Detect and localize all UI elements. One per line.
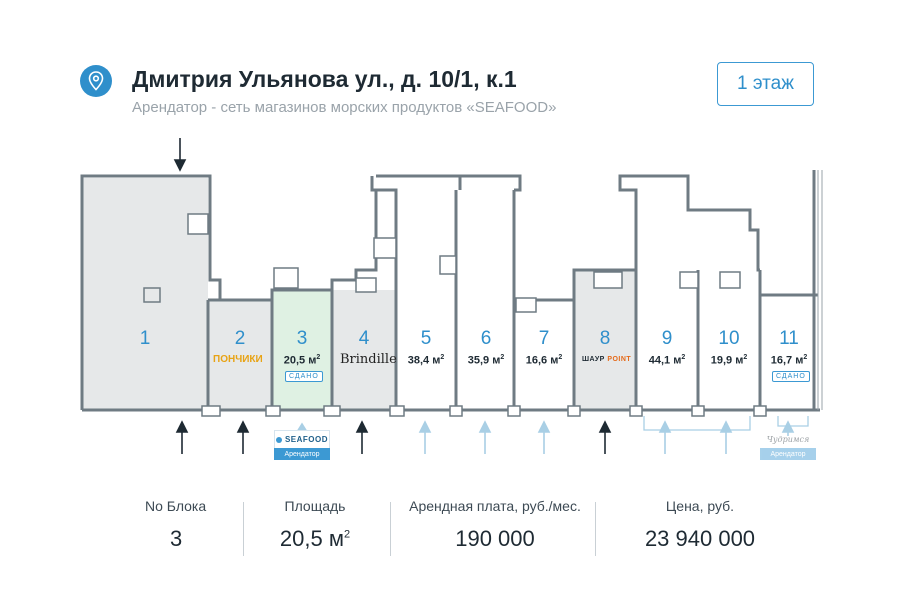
unit-stats: No Блока 3 Площадь 20,5 м2 Арендная плат… bbox=[100, 498, 840, 568]
floor-plan: 1 2 ПОНЧИКИ 3 20,5 м2 СДАНО 4 Brindille … bbox=[60, 130, 840, 470]
unit-7-number[interactable]: 7 bbox=[538, 328, 550, 349]
unit-11-number[interactable]: 11 bbox=[779, 328, 799, 349]
unit-9-area-value: 44,1 м2 bbox=[648, 354, 686, 367]
stat-price: Цена, руб. 23 940 000 bbox=[605, 498, 795, 562]
column bbox=[143, 287, 161, 303]
unit-8-number[interactable]: 8 bbox=[599, 328, 611, 349]
unit-1-number[interactable]: 1 bbox=[139, 328, 151, 349]
unit-4-area[interactable] bbox=[332, 290, 396, 410]
unit-9-number[interactable]: 9 bbox=[661, 328, 673, 349]
unit-7-area-value: 16,6 м2 bbox=[525, 354, 563, 367]
stat-rent-label: Арендная плата, руб./мес. bbox=[409, 498, 581, 514]
tenant-logo-shawarma-point: ШАУР POINT bbox=[582, 356, 632, 363]
header: Дмитрия Ульянова ул., д. 10/1, к.1 Аренд… bbox=[80, 62, 820, 122]
page-subtitle: Арендатор - сеть магазинов морских проду… bbox=[132, 99, 557, 116]
unit-4-number[interactable]: 4 bbox=[358, 328, 370, 349]
stat-area-value: 20,5 м2 bbox=[279, 526, 351, 551]
unit-7-area[interactable] bbox=[514, 300, 574, 410]
seafood-logo-icon bbox=[275, 436, 282, 443]
unit-6-area-value: 35,9 м2 bbox=[467, 354, 505, 367]
tenant-logo-donuts: ПОНЧИКИ bbox=[213, 354, 263, 365]
unit-11-area[interactable] bbox=[760, 295, 818, 410]
tenant-card-chudrimsya: Чудримся Арендатор bbox=[760, 430, 816, 460]
unit-3-number[interactable]: 3 bbox=[296, 328, 308, 349]
tenant-label: Арендатор bbox=[760, 448, 816, 460]
unit-5-number[interactable]: 5 bbox=[420, 328, 432, 349]
stat-block-value: 3 bbox=[170, 526, 183, 551]
stat-block: No Блока 3 bbox=[100, 498, 250, 562]
unit-5-area-value: 38,4 м2 bbox=[407, 354, 445, 367]
stat-rent: Арендная плата, руб./мес. 190 000 bbox=[395, 498, 595, 562]
walls bbox=[80, 170, 820, 412]
unit-8-area[interactable] bbox=[574, 270, 636, 410]
entrance-arrows bbox=[173, 138, 809, 454]
unit-2-area[interactable] bbox=[208, 300, 272, 410]
unit-5-area[interactable] bbox=[396, 190, 456, 410]
unit-3-area[interactable] bbox=[272, 290, 332, 410]
unit-10-area-value: 19,9 м2 bbox=[710, 354, 748, 367]
tenant-logo-brindille: Brindille bbox=[340, 352, 397, 367]
divider bbox=[595, 502, 596, 556]
unit-6-number[interactable]: 6 bbox=[480, 328, 492, 349]
seafood-logo: SEAFOOD bbox=[274, 430, 330, 448]
unit-9-area[interactable] bbox=[636, 190, 698, 410]
stat-rent-value: 190 000 bbox=[455, 526, 535, 551]
chudrimsya-logo: Чудримся bbox=[766, 434, 810, 444]
unit-3-sold-badge: СДАНО bbox=[285, 371, 323, 382]
unit-11-sold-badge: СДАНО bbox=[772, 371, 810, 382]
divider bbox=[243, 502, 244, 556]
unit-6-area[interactable] bbox=[456, 190, 514, 410]
stat-block-label: No Блока bbox=[145, 498, 207, 514]
stat-area-label: Площадь bbox=[284, 498, 346, 514]
page-title: Дмитрия Ульянова ул., д. 10/1, к.1 bbox=[132, 66, 517, 92]
floor-selector-button[interactable]: 1 этаж bbox=[717, 62, 814, 106]
unit-2-number[interactable]: 2 bbox=[234, 328, 246, 349]
front-doors bbox=[201, 405, 767, 417]
stat-price-label: Цена, руб. bbox=[665, 498, 735, 514]
location-pin-icon bbox=[80, 65, 112, 97]
unit-3-area-value: 20,5 м2 bbox=[283, 354, 321, 367]
bathrooms bbox=[187, 213, 741, 313]
stat-area: Площадь 20,5 м2 bbox=[250, 498, 380, 562]
divider bbox=[390, 502, 391, 556]
exterior-hatch bbox=[817, 170, 823, 410]
stat-price-value: 23 940 000 bbox=[644, 526, 756, 551]
floor-plan-drawing bbox=[80, 138, 823, 454]
unit-10-area[interactable] bbox=[698, 270, 760, 410]
tenant-card-seafood: SEAFOOD Арендатор bbox=[274, 430, 330, 460]
unit-1-area[interactable] bbox=[82, 178, 208, 410]
unit-11-area-value: 16,7 м2 bbox=[770, 354, 808, 367]
tenant-label: Арендатор bbox=[274, 448, 330, 460]
unit-10-number[interactable]: 10 bbox=[718, 328, 740, 349]
